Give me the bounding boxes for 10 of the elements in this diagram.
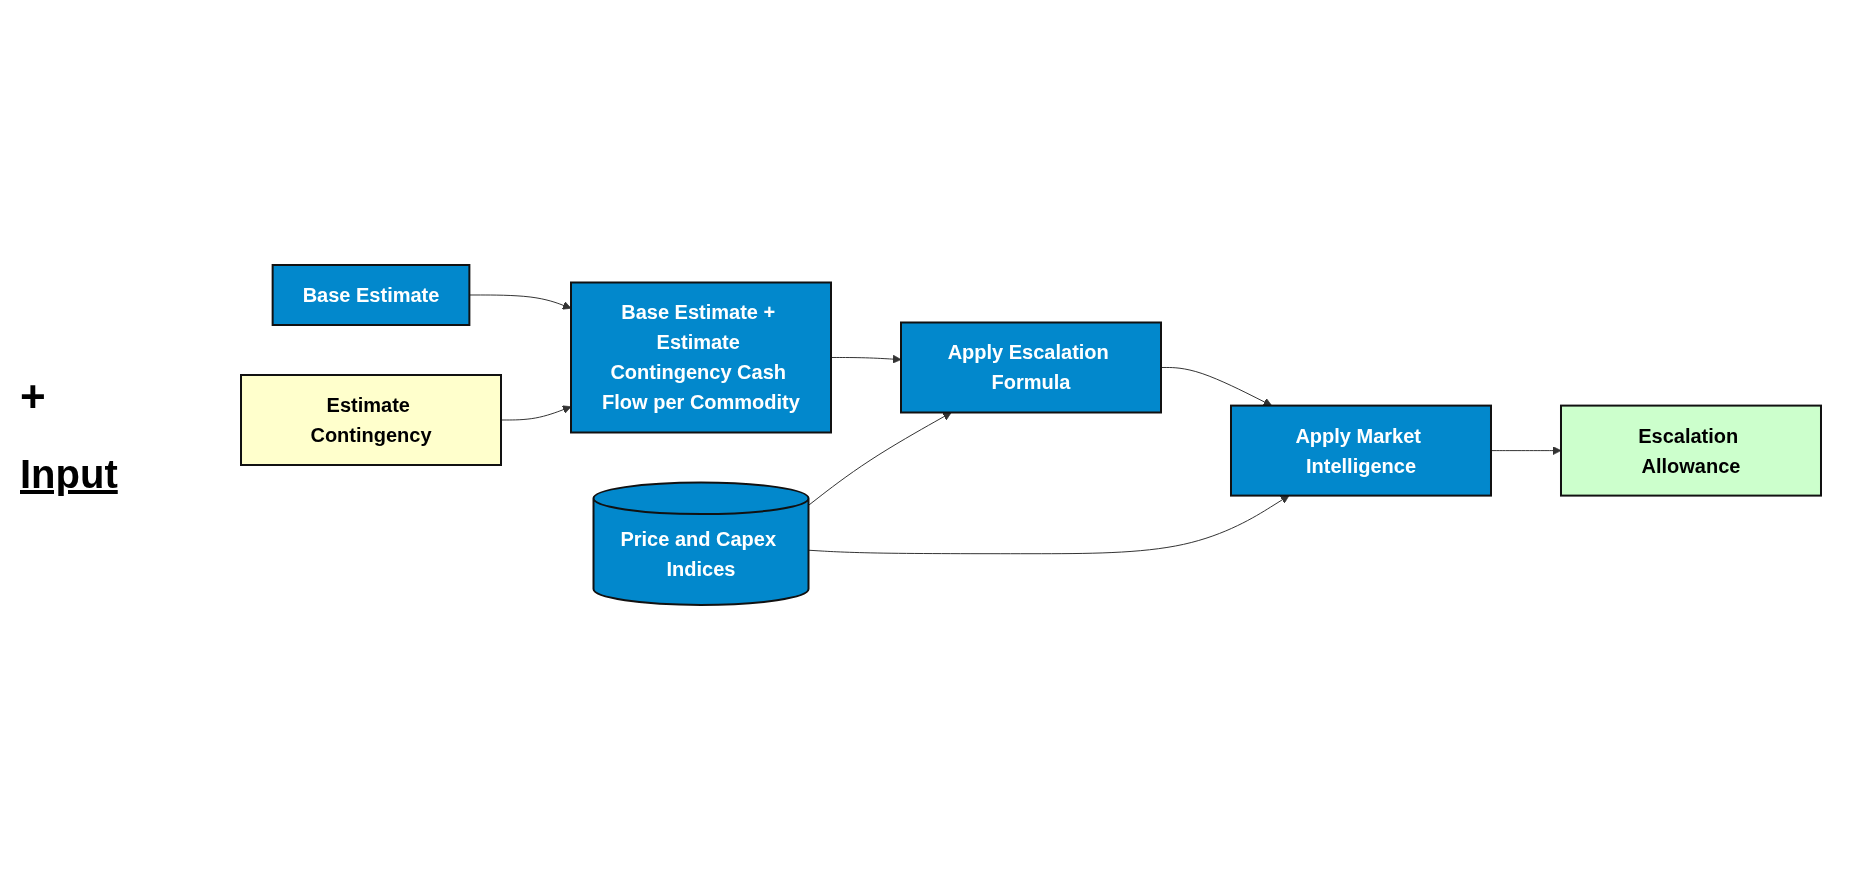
node-box: Base Estimate + Estimate Contingency Cash Flow per Commodity	[570, 281, 832, 434]
node-box: Base Estimate	[271, 263, 471, 326]
node-box: Apply Escalation Formula	[900, 321, 1162, 414]
arrow	[808, 494, 1290, 554]
plus-sign: +	[20, 372, 47, 422]
node-box: Apply Market Intelligence	[1230, 404, 1492, 497]
node-box: Estimate Contingency	[240, 373, 502, 466]
node-box: Escalation Allowance	[1560, 404, 1822, 497]
arrow	[808, 411, 952, 506]
input-label: Input	[20, 452, 119, 497]
